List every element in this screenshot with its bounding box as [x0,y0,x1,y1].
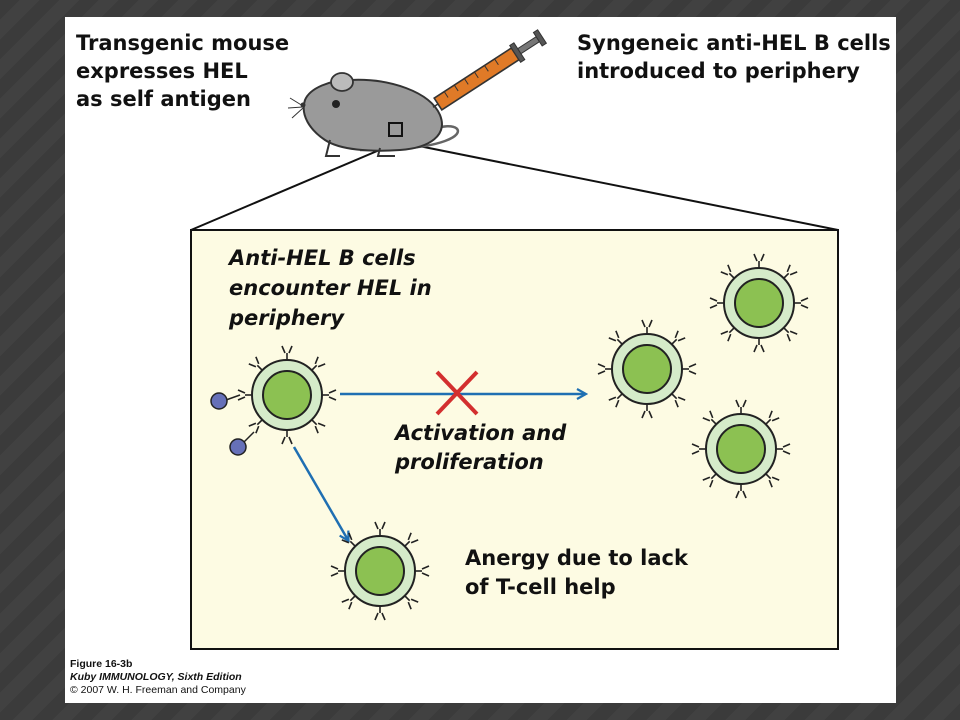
cross-icon [435,370,479,416]
anergy-label: Anergy due to lack of T-cell help [465,544,688,602]
b-cell-initial [237,345,337,445]
syringe-label: Syngeneic anti-HEL B cells introduced to… [577,29,891,85]
b-cell-proliferated [709,253,809,353]
anergy-arrow [292,446,348,540]
anergy-label-line: of T-cell help [465,575,616,599]
cell-nucleus [622,344,672,394]
figure-caption: Figure 16-3b Kuby IMMUNOLOGY, Sixth Edit… [70,658,246,697]
syringe-icon [432,29,548,111]
encounter-label-line: Anti-HEL B cells [229,246,416,270]
b-cell-proliferated [691,399,791,499]
hel-antigen [229,431,255,456]
book-title: Kuby IMMUNOLOGY, Sixth Edition [70,671,242,683]
cell-nucleus [262,370,312,420]
cell-nucleus [716,424,766,474]
anergy-label-line: Anergy due to lack [465,546,688,570]
hel-antigen [210,392,241,410]
cell-nucleus [734,278,784,328]
cell-nucleus [355,546,405,596]
copyright: © 2007 W. H. Freeman and Company [70,684,246,696]
syringe-label-line: introduced to periphery [577,59,860,83]
activation-label: Activation and proliferation [395,419,566,477]
activation-label-line: proliferation [395,450,544,474]
mouse-icon [287,72,460,157]
zoom-line-right [403,142,839,231]
encounter-label-line: encounter HEL in [229,276,432,300]
encounter-label-line: periphery [229,306,345,330]
mouse-label-line: as self antigen [76,87,251,111]
encounter-label: Anti-HEL B cells encounter HEL in periph… [229,243,432,333]
b-cell-anergic [330,521,430,621]
syringe-label-line: Syngeneic anti-HEL B cells [577,31,891,55]
mouse-label-line: expresses HEL [76,59,248,83]
zoom-line-left [190,142,397,231]
activation-label-line: Activation and [395,421,567,445]
b-cell-proliferated [597,319,697,419]
mouse-label: Transgenic mouse expresses HEL as self a… [76,29,289,113]
figure-number: Figure 16-3b [70,658,133,670]
mouse-label-line: Transgenic mouse [76,31,290,55]
